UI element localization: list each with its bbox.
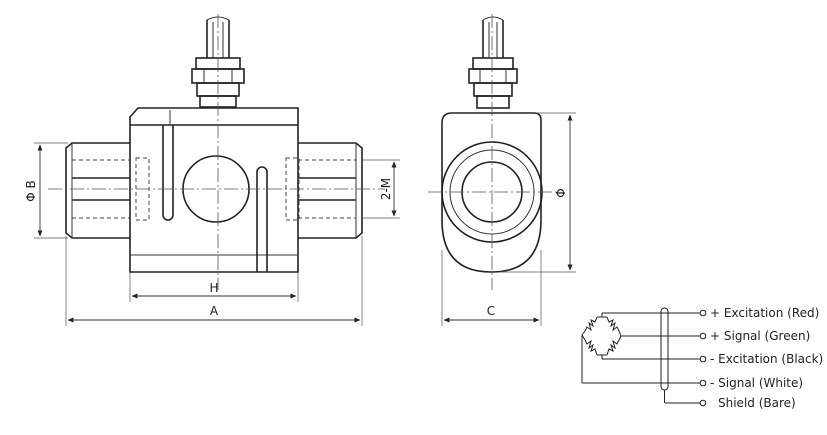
front-right-shaft	[285, 142, 363, 239]
wire-label-signal-plus: + Signal (Green)	[710, 329, 810, 343]
bridge-resistors	[581, 316, 622, 356]
dim-2m: 2-M	[362, 159, 400, 219]
dim-c-label: C	[487, 304, 495, 318]
wire-label-excitation-plus: + Excitation (Red)	[710, 306, 819, 320]
terminal-circle-icon	[699, 399, 707, 407]
dim-c: C	[441, 250, 542, 326]
terminal-circle-icon	[699, 309, 707, 317]
terminal-circle-icon	[699, 379, 707, 387]
cable-shield	[660, 307, 669, 403]
dim-phi-label: Φ	[554, 188, 568, 197]
bridge-wires	[581, 312, 700, 404]
side-cable	[482, 16, 504, 58]
terminal-circle-icon	[699, 355, 707, 363]
wire-label-shield: Shield (Bare)	[718, 396, 796, 410]
terminal-circle-icon	[699, 332, 707, 340]
dim-a-label: A	[210, 304, 219, 318]
dim-2m-label: 2-M	[379, 178, 393, 200]
side-view: Φ C	[428, 14, 576, 326]
front-body	[129, 107, 299, 273]
dim-phi-b: Φ B	[24, 142, 68, 239]
dim-a: A	[65, 236, 363, 326]
dim-phi: Φ	[500, 112, 576, 273]
front-left-shaft	[65, 142, 150, 239]
dim-phi-b-label: Φ B	[24, 180, 38, 202]
dim-h: H	[129, 272, 299, 302]
wire-label-excitation-minus: - Excitation (Black)	[710, 352, 823, 366]
dim-h-label: H	[209, 281, 218, 295]
wire-label-signal-minus: - Signal (White)	[710, 376, 803, 390]
terminals	[699, 309, 707, 407]
front-view: Φ B 2-M H A	[24, 14, 400, 326]
side-gland-nut	[468, 57, 518, 109]
wiring-diagram: + Excitation (Red) + Signal (Green) - Ex…	[581, 306, 823, 410]
